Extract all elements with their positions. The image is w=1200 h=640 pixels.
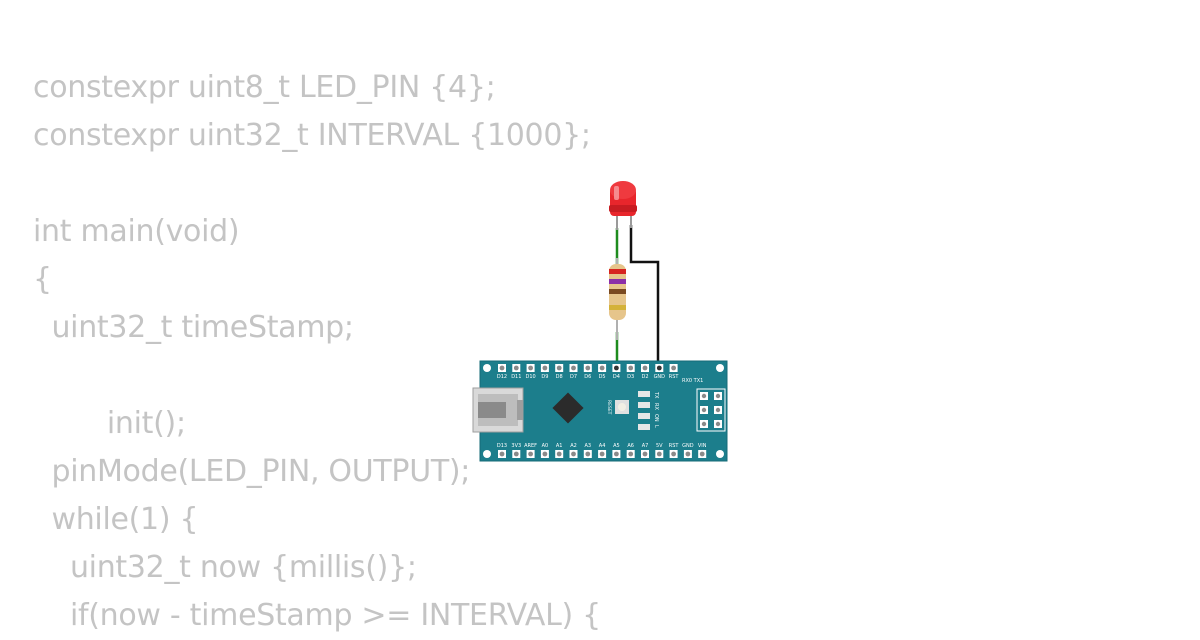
pin-label: A7 — [642, 443, 649, 449]
code-listing: constexpr uint8_t LED_PIN {4}; constexpr … — [33, 64, 601, 640]
pin-hole — [628, 365, 634, 371]
status-led-label: RX — [653, 403, 659, 410]
pin-hole — [585, 451, 591, 457]
pin-hole — [585, 365, 591, 371]
status-led — [638, 402, 650, 408]
icsp-header — [696, 388, 726, 432]
pin-hole — [499, 451, 505, 457]
pin-hole — [701, 407, 707, 413]
status-led-label: ON — [653, 414, 659, 422]
pin-hole — [528, 451, 533, 457]
code-line: uint32_t now {millis()}; — [33, 550, 417, 585]
status-led — [638, 413, 650, 419]
pin-hole — [685, 451, 691, 457]
serial-header-label: RX0 TX1 — [682, 378, 703, 384]
reset-button[interactable] — [615, 400, 629, 414]
pin-label: D2 — [641, 374, 648, 380]
usb-connector — [472, 387, 524, 433]
pin-label: D10 — [525, 374, 535, 380]
code-line: constexpr uint32_t INTERVAL {1000}; — [33, 118, 591, 153]
pin-hole — [614, 451, 619, 457]
pin-label: D5 — [599, 374, 606, 380]
pin-label: D6 — [584, 374, 591, 380]
pin-hole — [556, 451, 562, 457]
pin-hole — [513, 451, 519, 457]
pin-hole — [599, 451, 605, 457]
pin-hole — [571, 451, 576, 457]
pin-label: 5V — [656, 443, 663, 449]
pin-label: 3V3 — [511, 443, 521, 449]
code-line: constexpr uint8_t LED_PIN {4}; — [33, 70, 496, 105]
pin-label: A4 — [599, 443, 606, 449]
status-led-label: TX — [653, 391, 659, 399]
pin-hole — [556, 365, 562, 371]
pin-hole — [656, 451, 662, 457]
pin-label: A6 — [627, 443, 634, 449]
code-line: { — [33, 262, 52, 297]
pin-hole — [715, 421, 721, 427]
pin-hole — [513, 365, 519, 371]
code-line: int main(void) — [33, 214, 240, 249]
resistor[interactable] — [609, 258, 626, 340]
pin-hole — [614, 365, 619, 371]
pin-label: AREF — [524, 443, 537, 449]
pin-label: D7 — [570, 374, 577, 380]
pin-label: RST — [669, 374, 680, 380]
code-line: if(now - timeStamp >= INTERVAL) { — [33, 598, 601, 633]
pin-hole — [542, 451, 548, 457]
pin-hole — [571, 365, 576, 371]
pin-label: D12 — [497, 374, 507, 380]
status-leds: TX RX ON L — [638, 391, 659, 430]
status-led — [638, 424, 650, 430]
pin-hole — [499, 365, 505, 371]
pin-label: VIN — [698, 443, 707, 449]
pin-label: A5 — [613, 443, 620, 449]
pin-hole — [701, 393, 707, 399]
red-led[interactable] — [609, 181, 637, 230]
code-line: pinMode(LED_PIN, OUTPUT); — [33, 454, 471, 489]
pin-label: D8 — [556, 374, 563, 380]
pin-label: A1 — [556, 443, 563, 449]
reset-label: RESET — [606, 400, 612, 415]
pin-hole — [628, 451, 634, 457]
pin-label: GND — [654, 374, 666, 380]
pin-hole — [715, 407, 721, 413]
pin-hole — [599, 365, 605, 371]
code-line: init(); — [33, 406, 186, 441]
black-wire-led-to-gnd[interactable] — [629, 225, 660, 367]
pin-label: D13 — [497, 443, 507, 449]
status-led — [638, 391, 650, 397]
code-line: while(1) { — [33, 502, 199, 537]
status-led-label: L — [653, 425, 659, 428]
pin-hole — [699, 451, 705, 457]
pin-label: GND — [682, 443, 694, 449]
pin-label: D11 — [511, 374, 521, 380]
pin-hole — [701, 421, 707, 427]
pin-label: A2 — [570, 443, 577, 449]
pin-hole — [715, 393, 721, 399]
pin-label: RST — [669, 443, 680, 449]
microcontroller-chip — [552, 392, 584, 424]
pin-label: D3 — [627, 374, 634, 380]
pin-hole — [656, 365, 662, 371]
pin-hole — [671, 365, 676, 371]
pin-hole — [642, 365, 648, 371]
pin-label: D9 — [541, 374, 548, 380]
pin-label: A0 — [542, 443, 549, 449]
pin-hole — [542, 365, 548, 371]
pin-hole — [671, 451, 676, 457]
code-line: uint32_t timeStamp; — [33, 310, 354, 345]
pin-label: D4 — [613, 374, 620, 380]
pin-hole — [642, 451, 648, 457]
pin-hole — [528, 365, 533, 371]
pin-label: A3 — [584, 443, 591, 449]
